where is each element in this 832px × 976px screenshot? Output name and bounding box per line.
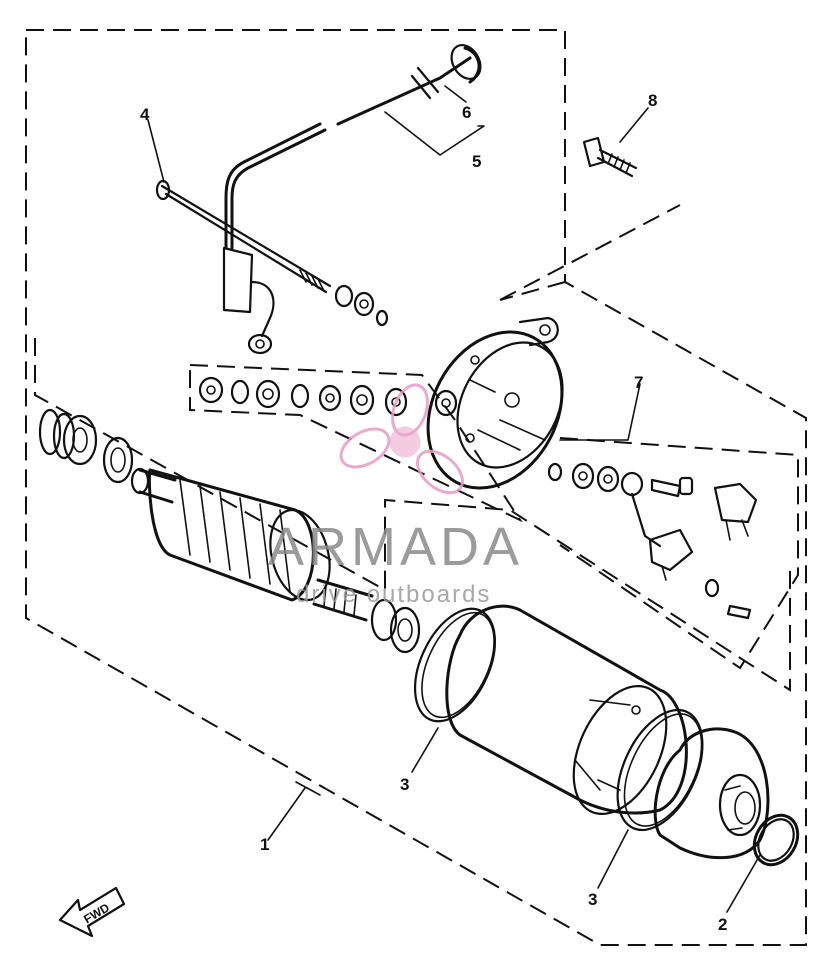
leader-lines	[147, 85, 761, 913]
callout-8: 8	[648, 91, 657, 110]
watermark-brand: ARMADA	[268, 517, 523, 577]
callout-1: 1	[260, 835, 269, 854]
cable-assembly	[222, 44, 482, 355]
seal-ring	[752, 813, 800, 867]
fwd-arrow-icon: FWD	[58, 886, 126, 938]
washer-group-boundary	[189, 363, 523, 523]
callout-3a: 3	[400, 775, 409, 794]
front-washers	[38, 408, 421, 654]
brush-group-boundary	[559, 437, 799, 670]
bracket-boundary	[499, 204, 681, 301]
o-rings	[413, 607, 704, 832]
assembly-boundary	[25, 29, 807, 946]
brush-washers	[547, 462, 644, 497]
end-cover	[426, 316, 564, 490]
bolt-8	[582, 136, 638, 178]
callout-6: 6	[462, 103, 471, 122]
armature-group-boundary	[34, 338, 791, 692]
callout-4: 4	[140, 105, 150, 124]
callout-7: 7	[634, 373, 643, 392]
front-cover	[653, 727, 770, 860]
watermark-tagline: drive outboards	[296, 581, 491, 608]
washer-row	[198, 376, 458, 417]
through-bolt	[155, 179, 332, 294]
callout-3b: 3	[588, 890, 597, 909]
fwd-label: FWD	[81, 900, 112, 926]
armature	[130, 467, 374, 622]
watermark-logo-icon	[339, 383, 464, 495]
brush-assembly	[630, 482, 758, 581]
brush-screws	[650, 476, 752, 620]
bolt-washers	[334, 284, 389, 327]
callout-5: 5	[472, 152, 481, 171]
watermark: ARMADA drive outboards	[268, 383, 523, 608]
callout-2: 2	[718, 915, 727, 934]
yoke-housing	[445, 604, 688, 816]
